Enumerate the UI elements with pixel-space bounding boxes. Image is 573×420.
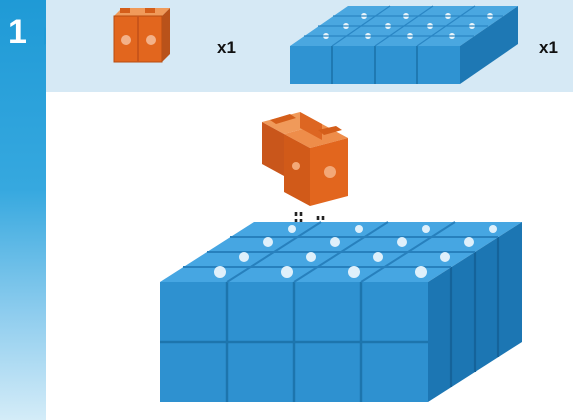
orange-double-cube-part-image bbox=[113, 8, 170, 63]
blue-base-plate-part-image bbox=[290, 5, 518, 84]
step-number: 1 bbox=[8, 13, 27, 51]
orange-double-cube-illustration bbox=[262, 112, 348, 206]
orange-part-quantity: x1 bbox=[217, 38, 236, 57]
blue-part-quantity: x1 bbox=[539, 38, 558, 57]
blue-base-plate-illustration bbox=[160, 221, 522, 402]
step-rail bbox=[0, 0, 46, 420]
